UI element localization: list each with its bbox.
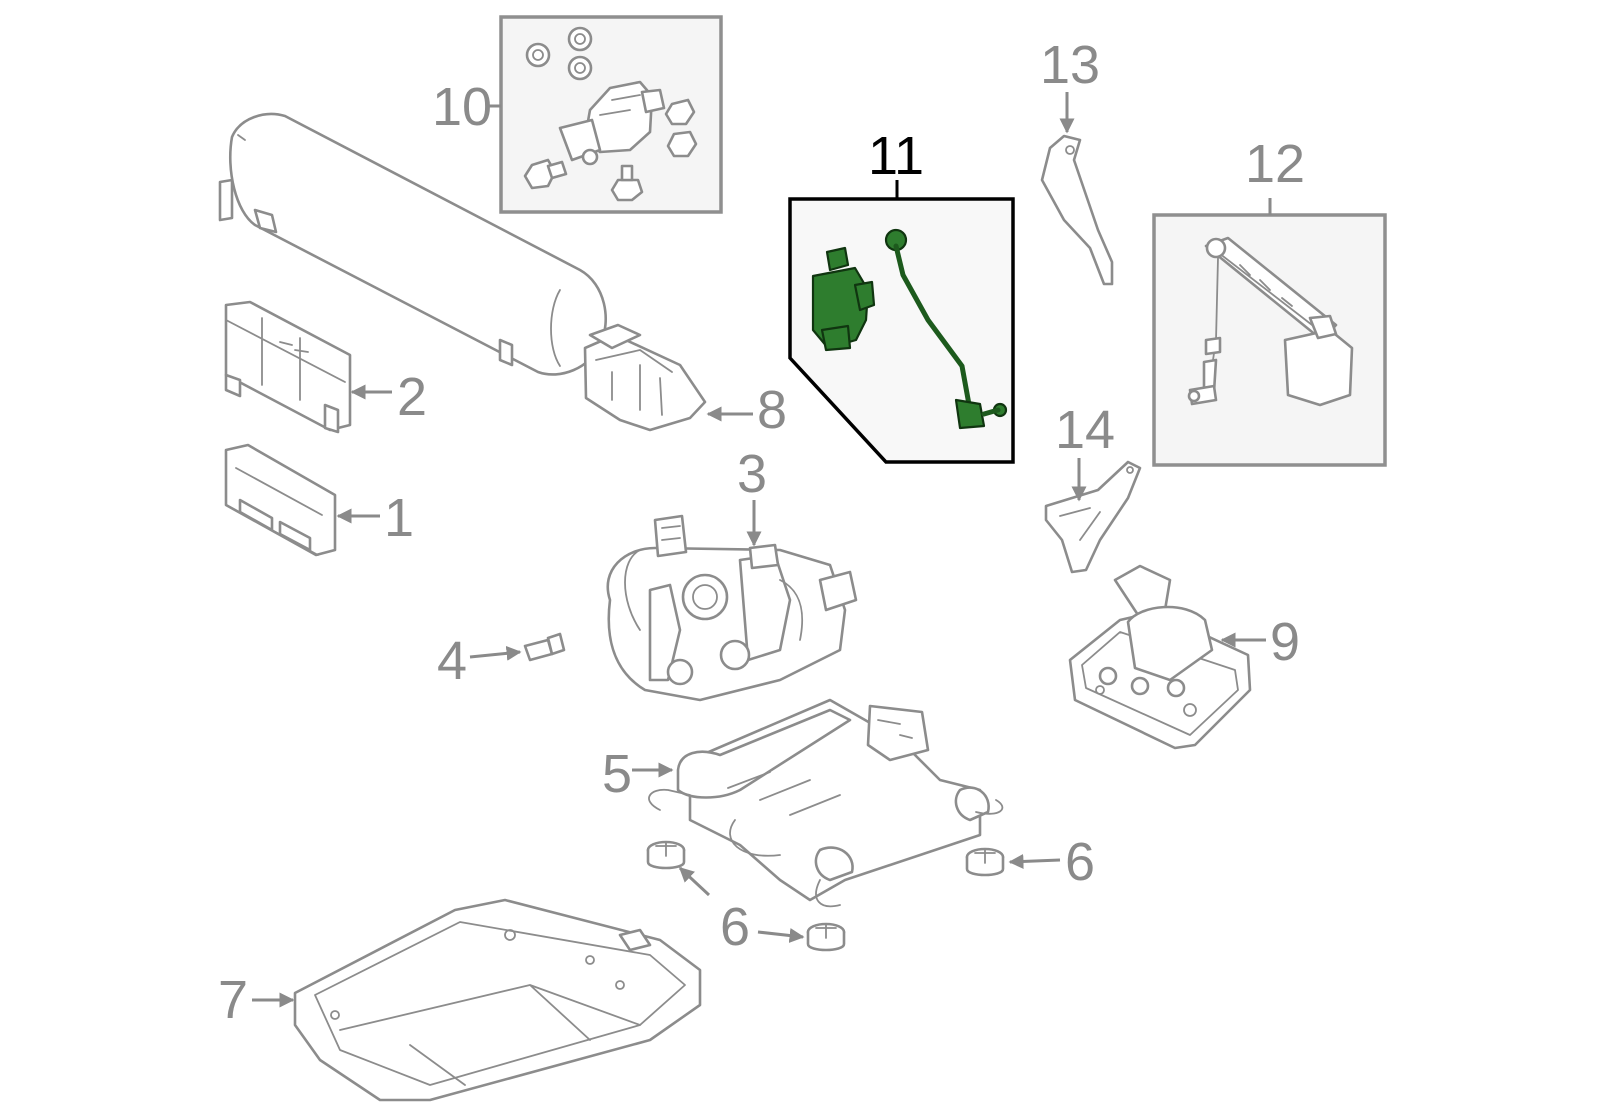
part-3-air-compressor[interactable] [606, 514, 858, 702]
level-sensor-icon [811, 246, 876, 352]
part-6-isolator-a[interactable] [646, 840, 686, 870]
callout-6-right: 6 [1065, 832, 1095, 892]
part-6-isolator-b[interactable] [965, 847, 1005, 877]
sensor-link-rod-icon [884, 228, 1008, 430]
part-12-level-sensor-assembly[interactable] [1152, 213, 1387, 467]
part-2-cover[interactable] [224, 300, 352, 434]
part-4-fitting[interactable] [523, 632, 566, 662]
part-7-undertray[interactable] [293, 898, 702, 1102]
part-14-bracket[interactable] [1044, 460, 1142, 574]
part-8-tank-bracket[interactable] [583, 323, 707, 432]
part-13-bracket[interactable] [1040, 134, 1114, 286]
part-1-air-filter[interactable] [224, 443, 337, 557]
callout-4: 4 [437, 631, 467, 691]
callout-11: 11 [868, 126, 924, 186]
part-9-compressor-mount[interactable] [1068, 564, 1252, 750]
callout-12: 12 [1245, 134, 1305, 194]
part-5-mounting-bracket[interactable] [648, 698, 1004, 908]
o-ring-icon [525, 26, 593, 81]
callout-14: 14 [1055, 400, 1115, 460]
callout-8: 8 [757, 380, 787, 440]
bolt-icon [523, 98, 698, 202]
callout-1: 1 [384, 488, 414, 548]
callout-6-left: 6 [720, 897, 750, 957]
part-10-valve-kit[interactable] [499, 15, 723, 214]
callout-10: 10 [432, 77, 492, 137]
callout-13: 13 [1040, 35, 1100, 95]
callout-7: 7 [218, 970, 248, 1030]
valve-block-icon [558, 80, 666, 166]
callout-3: 3 [737, 444, 767, 504]
callout-9: 9 [1270, 612, 1300, 672]
callout-2: 2 [397, 367, 427, 427]
part-11-level-sensor-kit[interactable] [788, 197, 1015, 464]
part-6-isolator-c[interactable] [806, 922, 846, 952]
callout-5: 5 [602, 744, 632, 804]
